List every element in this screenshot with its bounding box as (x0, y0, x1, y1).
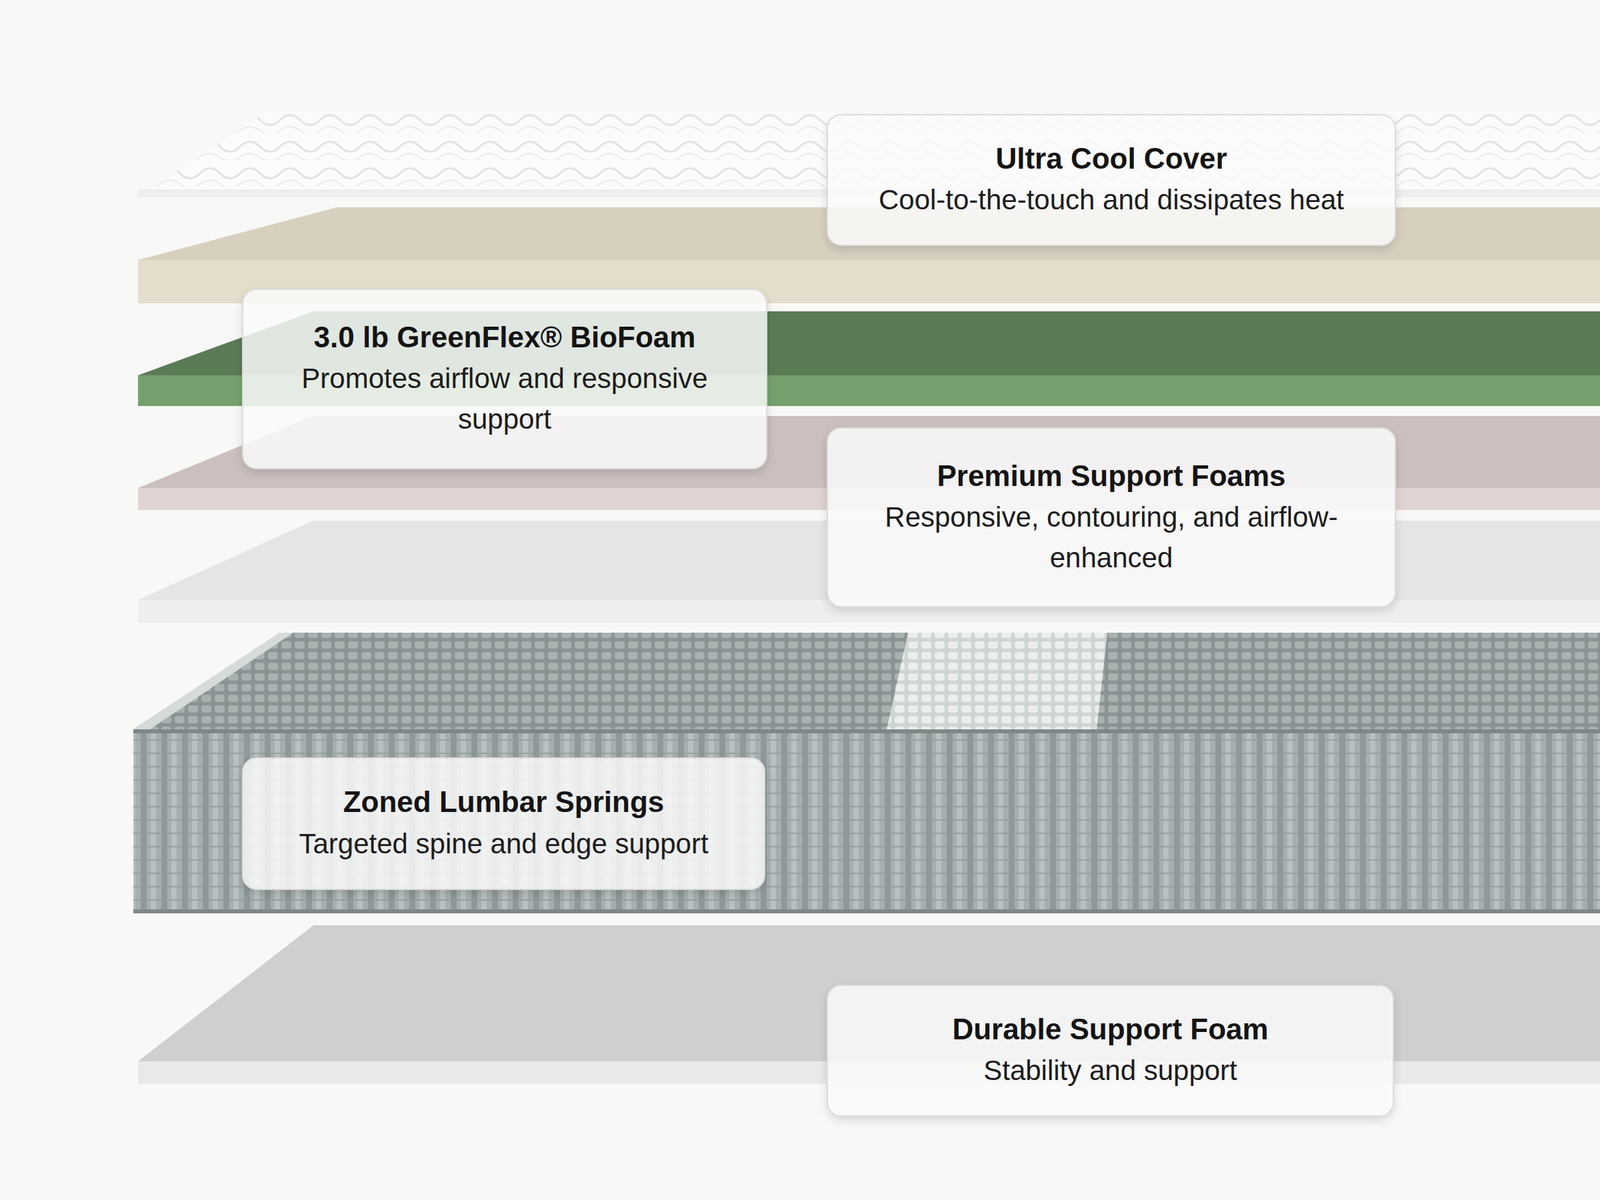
callout-box: Zoned Lumbar SpringsTargeted spine and e… (242, 757, 766, 890)
callout-heading: Durable Support Foam (952, 1010, 1268, 1048)
callout-box: Premium Support FoamsResponsive, contour… (826, 427, 1396, 608)
callout-body: Promotes airflow and responsive support (263, 358, 746, 440)
callout-heading: Zoned Lumbar Springs (343, 782, 665, 821)
callout-box: 3.0 lb GreenFlex® BioFoamPromotes airflo… (242, 288, 768, 470)
callout-body: Responsive, contouring, and airflow-enha… (848, 497, 1375, 579)
callout-body: Cool-to-the-touch and dissipates heat (878, 180, 1344, 221)
callout-body: Targeted spine and edge support (298, 824, 708, 865)
callout-heading: Ultra Cool Cover (995, 139, 1227, 178)
callout-body: Stability and support (983, 1050, 1238, 1092)
spring-layer (133, 632, 1600, 914)
callout-heading: Premium Support Foams (936, 456, 1286, 495)
callout-heading: 3.0 lb GreenFlex® BioFoam (314, 318, 696, 356)
callout-box: Ultra Cool CoverCool-to-the-touch and di… (826, 114, 1396, 246)
callout-box: Durable Support FoamStability and suppor… (826, 984, 1394, 1117)
